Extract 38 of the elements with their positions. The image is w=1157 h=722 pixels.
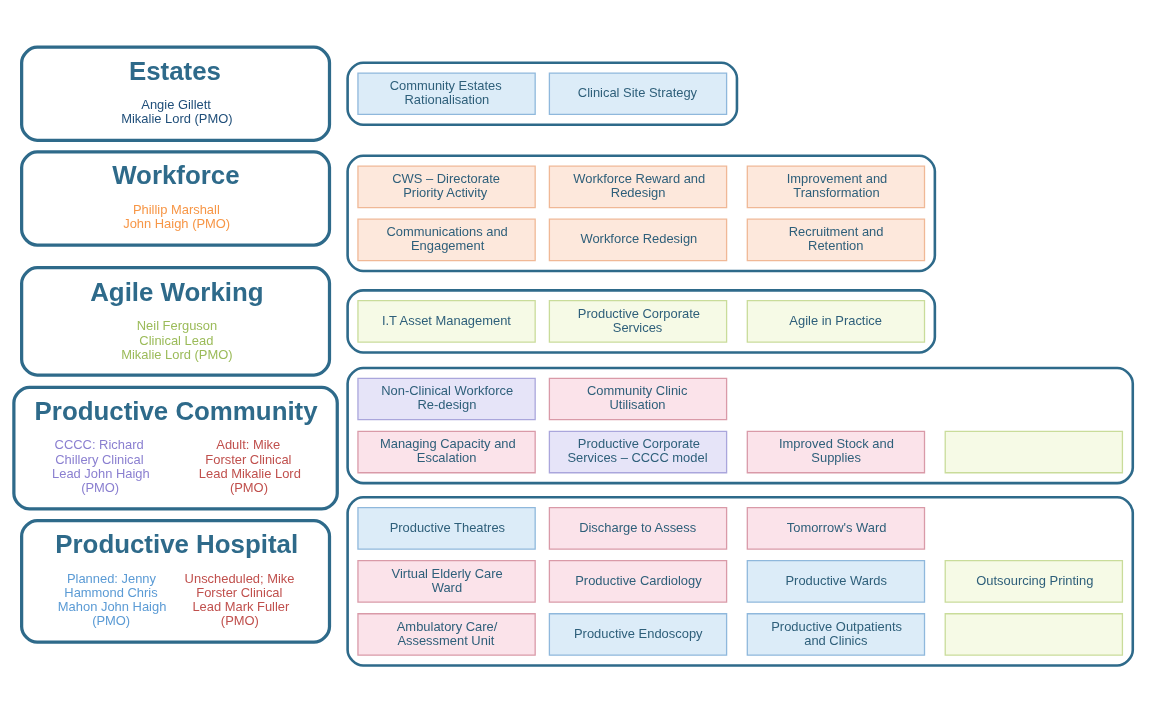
node-box: [944, 612, 1124, 656]
node-box: Ambulatory Care/ Assessment Unit: [357, 612, 536, 656]
node-box: Non-Clinical Workforce Re-design: [357, 377, 536, 420]
node-box: Recruitment and Retention: [746, 218, 926, 261]
cluster: [346, 495, 1135, 667]
node-box: Agile Working Neil Ferguson Clinical Lead Mikalie Lord (PMO): [20, 265, 332, 377]
node-box: Tomorrow's Ward: [746, 506, 926, 550]
node-box: Estates Angie Gillett Mikalie Lord (PMO): [20, 45, 332, 142]
node-box: Productive Outpatients and Clinics: [746, 612, 926, 656]
node-box: Communications and Engagement: [357, 218, 536, 261]
node-box: Productive Cardiology: [548, 559, 728, 603]
node-box: Community Clinic Utilisation: [548, 377, 728, 420]
node-box: Productive Hospital Planned: Jenny Hammond Chris Mahon John Haigh (PMO) Unscheduled; Mike Forster Clinical Lead Mark Fuller (PMO): [20, 518, 332, 644]
node-box: Virtual Elderly Care Ward: [357, 559, 536, 603]
cluster: [346, 288, 937, 354]
node-box: [944, 430, 1124, 473]
node-box: Outsourcing Printing: [944, 559, 1124, 603]
node-box: Productive Endoscopy: [548, 612, 728, 656]
node-box: Managing Capacity and Escalation: [357, 430, 536, 473]
node-box: Agile in Practice: [746, 299, 926, 343]
node-box: I.T Asset Management: [357, 299, 536, 343]
node-box: Workforce Redesign: [548, 218, 728, 261]
node-box: Workforce Reward and Redesign: [548, 165, 728, 208]
cluster: [346, 60, 739, 126]
node-box: Clinical Site Strategy: [548, 71, 728, 115]
node-box: Improved Stock and Supplies: [746, 430, 926, 473]
node-box: Discharge to Assess: [548, 506, 728, 550]
node-box: Community Estates Rationalisation: [357, 71, 536, 115]
node-box: Productive Corporate Services – CCCC model: [548, 430, 728, 473]
cluster: [346, 366, 1135, 484]
cluster: [346, 154, 937, 272]
node-box: Productive Community CCCC: Richard Chillery Clinical Lead John Haigh (PMO) Adult: Mike Forster Clinical Lead Mikalie Lord (PMO): [12, 385, 339, 511]
node-box: Workforce Phillip Marshall John Haigh (PMO): [20, 149, 332, 247]
node-box: Productive Theatres: [357, 506, 536, 550]
node-box: Improvement and Transformation: [746, 165, 926, 208]
node-box: Productive Wards: [746, 559, 926, 603]
node-box: CWS – Directorate Priority Activity: [357, 165, 536, 208]
node-box: Productive Corporate Services: [548, 299, 728, 343]
